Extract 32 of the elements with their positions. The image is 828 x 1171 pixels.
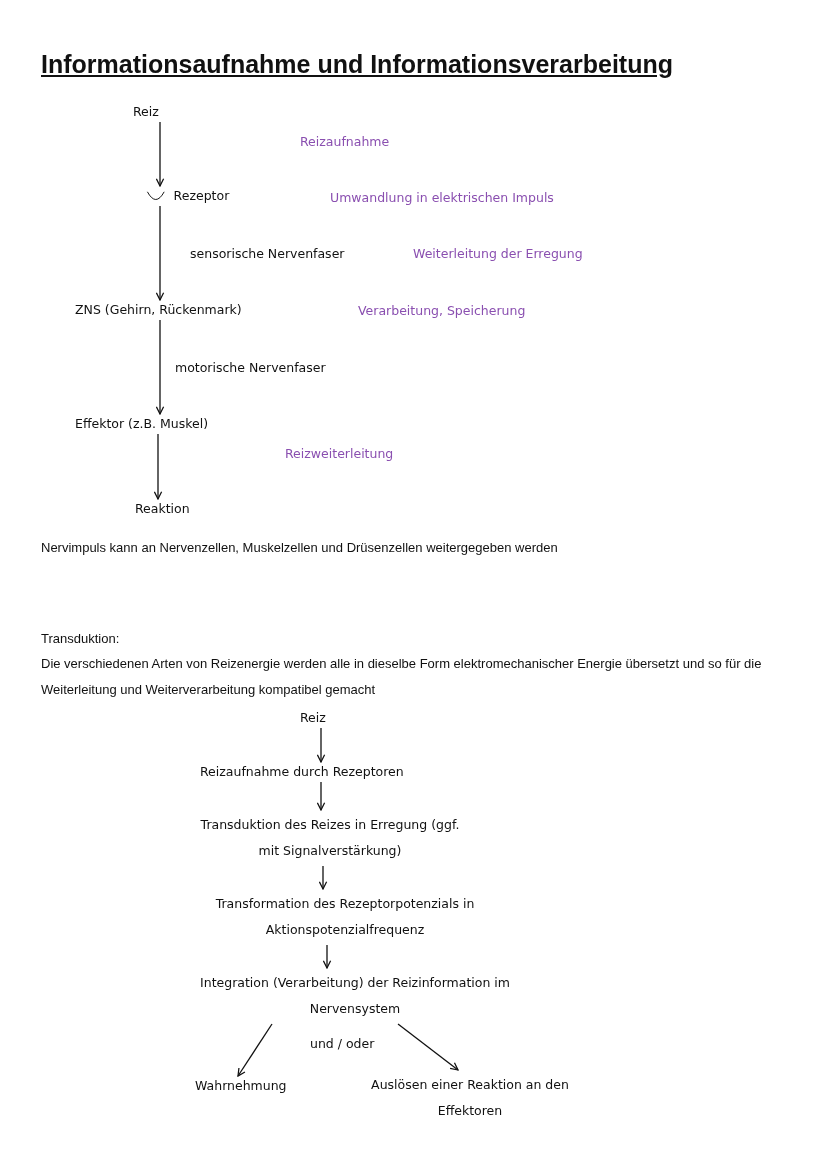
arrow xyxy=(153,433,163,500)
paragraph-text: Transduktion: xyxy=(41,631,120,647)
step-text: Wahrnehmung xyxy=(195,1078,287,1094)
paragraph-text: Die verschiedenen Arten von Reizenergie werden alle in dieselbe Form elektromechanischer Energie übersetzt und so für die Weiterleitung und Weiterverarbeitung kompatibel gemacht xyxy=(41,655,763,699)
step-text: Reiz xyxy=(300,710,340,726)
step-text: Auslösen einer Reaktion an den Effektoren xyxy=(360,1072,580,1124)
arrow xyxy=(318,865,328,890)
arrow xyxy=(322,944,332,969)
annotation-text: Umwandlung in elektrischen Impuls xyxy=(330,190,554,206)
arrow xyxy=(316,781,326,811)
annotation-text: Verarbeitung, Speicherung xyxy=(358,303,526,319)
step-text: Transduktion des Reizes in Erregung (ggf. mit Signalverstärkung) xyxy=(190,812,470,864)
annotation-text: Reizweiterleitung xyxy=(285,446,394,462)
step-text: Reaktion xyxy=(135,501,190,517)
arrow xyxy=(155,205,165,301)
annotation-text: Weiterleitung der Erregung xyxy=(413,246,583,262)
arrow xyxy=(237,1023,273,1077)
note-text: und / oder xyxy=(310,1036,375,1052)
step-text: Integration (Verarbeitung) der Reizinformation im Nervensystem xyxy=(175,970,535,1022)
annotation-text: Reizaufnahme xyxy=(300,134,390,150)
step-text: Rezeptor xyxy=(173,188,231,204)
step-text: Transformation des Rezeptorpotenzials in Aktionspotenzialfrequenz xyxy=(190,891,500,943)
step-text: ZNS (Gehirn, Rückenmark) xyxy=(75,302,242,318)
arrow xyxy=(155,319,165,415)
arrow xyxy=(155,121,165,187)
paragraph-text: Nervimpuls kann an Nervenzellen, Muskelzellen und Drüsenzellen weitergegeben werden xyxy=(41,540,558,556)
arrow xyxy=(397,1023,459,1071)
step-text: Reiz xyxy=(133,104,159,120)
page-title: Informationsaufnahme und Informationsverarbeitung xyxy=(41,50,673,79)
step-text: Reizaufnahme durch Rezeptoren xyxy=(200,764,440,780)
step-text: Effektor (z.B. Muskel) xyxy=(75,416,209,432)
arrow xyxy=(316,727,326,763)
